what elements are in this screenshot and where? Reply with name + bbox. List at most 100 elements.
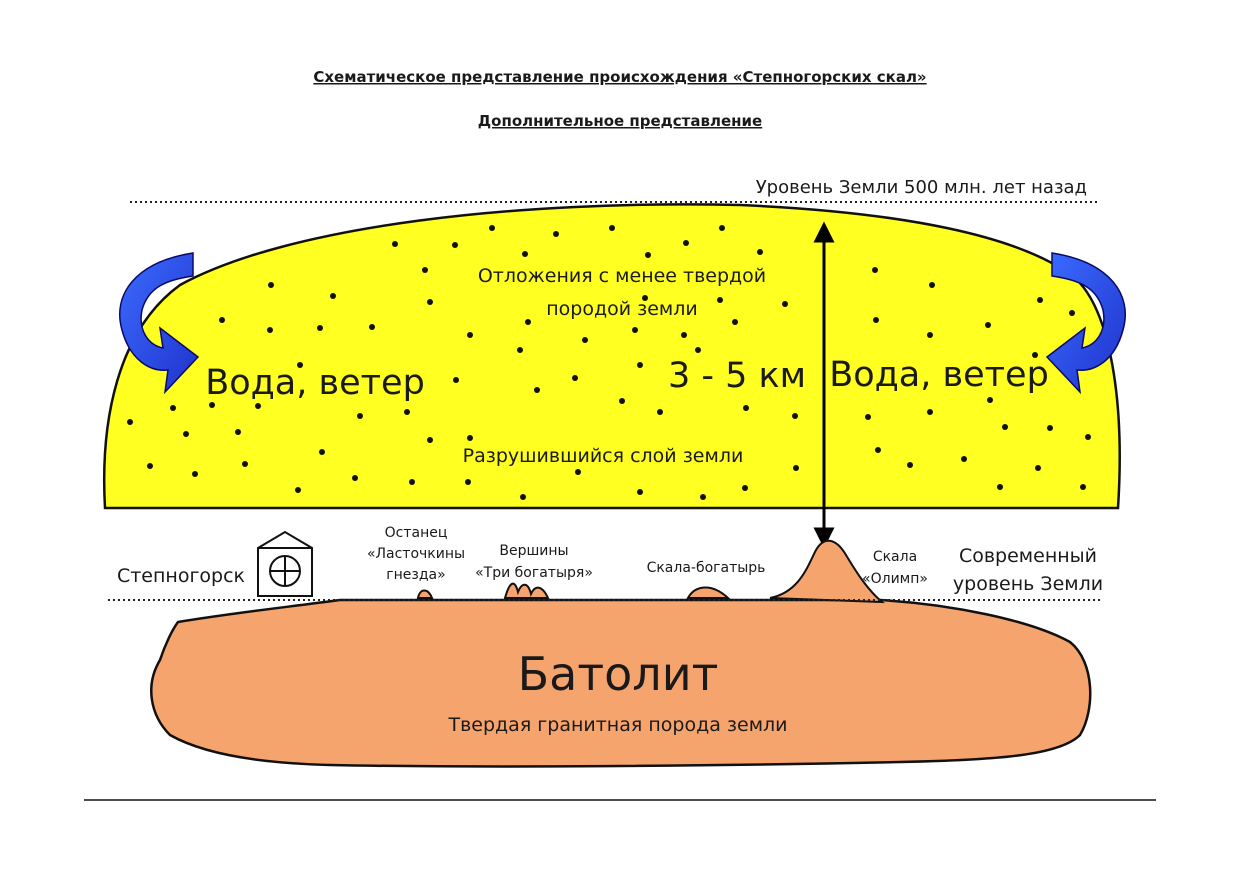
sediment-dot xyxy=(927,409,933,415)
sediment-dot xyxy=(517,347,523,353)
sediment-dot xyxy=(1085,434,1091,440)
erosion-left-arrow-icon xyxy=(119,252,200,395)
sediment-dot xyxy=(732,319,738,325)
sediment-dot xyxy=(489,225,495,231)
sediment-dot xyxy=(297,362,303,368)
sediment-dot xyxy=(700,494,706,500)
town-label: Степногорск xyxy=(117,565,245,587)
town-building-icon xyxy=(257,530,313,597)
batholith-label: Батолит xyxy=(518,647,719,701)
sediment-dot xyxy=(192,471,198,477)
sediment-dot xyxy=(1069,310,1075,316)
sediment-dot xyxy=(681,332,687,338)
sediment-dot xyxy=(717,297,723,303)
erosion-left-label: Вода, ветер xyxy=(205,363,425,403)
sediment-dot xyxy=(645,252,651,258)
sediment-dot xyxy=(873,317,879,323)
sediment-dot xyxy=(170,405,176,411)
sediment-dot xyxy=(572,375,578,381)
sediment-dot xyxy=(422,267,428,273)
diagram-title: Схематическое представление происхождени… xyxy=(313,68,926,86)
sediment-dot xyxy=(793,465,799,471)
weathered-layer-label: Разрушившийся слой земли xyxy=(463,445,744,467)
sediment-dot xyxy=(427,437,433,443)
sediment-dot xyxy=(242,461,248,467)
modern-level-label-line1: Современный xyxy=(959,545,1097,567)
sediment-dot xyxy=(267,327,273,333)
sediment-dot xyxy=(907,462,913,468)
sediment-dot xyxy=(209,402,215,408)
sediment-label-line2: породой земли xyxy=(546,298,698,320)
sediment-dot xyxy=(147,463,153,469)
sediment-dot xyxy=(427,299,433,305)
sediment-dot xyxy=(875,447,881,453)
sediment-dot xyxy=(782,301,788,307)
sediment-dot xyxy=(1002,424,1008,430)
sediment-dot xyxy=(997,484,1003,490)
sediment-dot xyxy=(609,225,615,231)
sediment-dot xyxy=(319,449,325,455)
sediment-dot xyxy=(409,479,415,485)
sediment-dot xyxy=(453,377,459,383)
sediment-dot xyxy=(792,413,798,419)
sediment-dot xyxy=(695,347,701,353)
sediment-dot xyxy=(927,332,933,338)
ancient-level-label: Уровень Земли 500 млн. лет назад xyxy=(756,177,1087,198)
batholith-description: Твердая гранитная порода земли xyxy=(447,714,787,736)
sediment-dot xyxy=(255,403,261,409)
sediment-dot xyxy=(183,431,189,437)
sediment-dot xyxy=(683,240,689,246)
sediment-dot xyxy=(637,489,643,495)
sediment-dot xyxy=(534,387,540,393)
sediment-dot xyxy=(742,485,748,491)
sediment-dot xyxy=(127,419,133,425)
olymp-label-line2: «Олимп» xyxy=(862,571,928,587)
sediment-dot xyxy=(522,251,528,257)
swallow-label-line2: «Ласточкины xyxy=(367,546,465,562)
sediment-dot xyxy=(467,435,473,441)
sediment-dots xyxy=(127,225,1091,500)
sediment-dot xyxy=(1032,352,1038,358)
swallow-label-line3: гнезда» xyxy=(386,567,445,583)
sediment-dot xyxy=(985,322,991,328)
olymp-label-line1: Скала xyxy=(873,549,917,565)
sediment-dot xyxy=(1080,484,1086,490)
swallow-nest-rock xyxy=(416,589,434,599)
sediment-dot xyxy=(619,398,625,404)
sediment-dot xyxy=(235,429,241,435)
sediment-dot xyxy=(404,409,410,415)
sediment-dot xyxy=(757,249,763,255)
sediment-dot xyxy=(1035,465,1041,471)
sediment-dot xyxy=(637,362,643,368)
sediment-dot xyxy=(317,325,323,331)
batholith-body xyxy=(150,598,1092,768)
thickness-label: 3 - 5 км xyxy=(668,356,806,396)
sediment-dot xyxy=(465,479,471,485)
bogatyr-label: Скала-богатырь xyxy=(647,560,766,576)
sediment-dot xyxy=(219,317,225,323)
sediment-dot xyxy=(642,295,648,301)
sediment-dot xyxy=(295,487,301,493)
sediment-dot xyxy=(352,475,358,481)
sediment-dot xyxy=(961,456,967,462)
sediment-dot xyxy=(357,413,363,419)
sediment-dot xyxy=(452,242,458,248)
sediment-dot xyxy=(865,414,871,420)
erosion-right-arrow-icon xyxy=(1045,252,1126,395)
sediment-dot xyxy=(1047,425,1053,431)
bogatyrs-label-line1: Вершины xyxy=(499,543,568,559)
sediment-dot xyxy=(632,327,638,333)
modern-level-label-line2: уровень Земли xyxy=(953,573,1103,595)
sediment-dot xyxy=(987,397,993,403)
sediment-dot xyxy=(872,267,878,273)
sediment-dome xyxy=(102,203,1121,510)
sediment-dot xyxy=(520,494,526,500)
sediment-dot xyxy=(268,282,274,288)
sediment-dot xyxy=(369,324,375,330)
diagram-subtitle: Дополнительное представление xyxy=(478,112,762,130)
sediment-dot xyxy=(582,337,588,343)
sediment-dot xyxy=(553,231,559,237)
sediment-dot xyxy=(467,332,473,338)
three-bogatyrs-rocks xyxy=(503,582,550,599)
